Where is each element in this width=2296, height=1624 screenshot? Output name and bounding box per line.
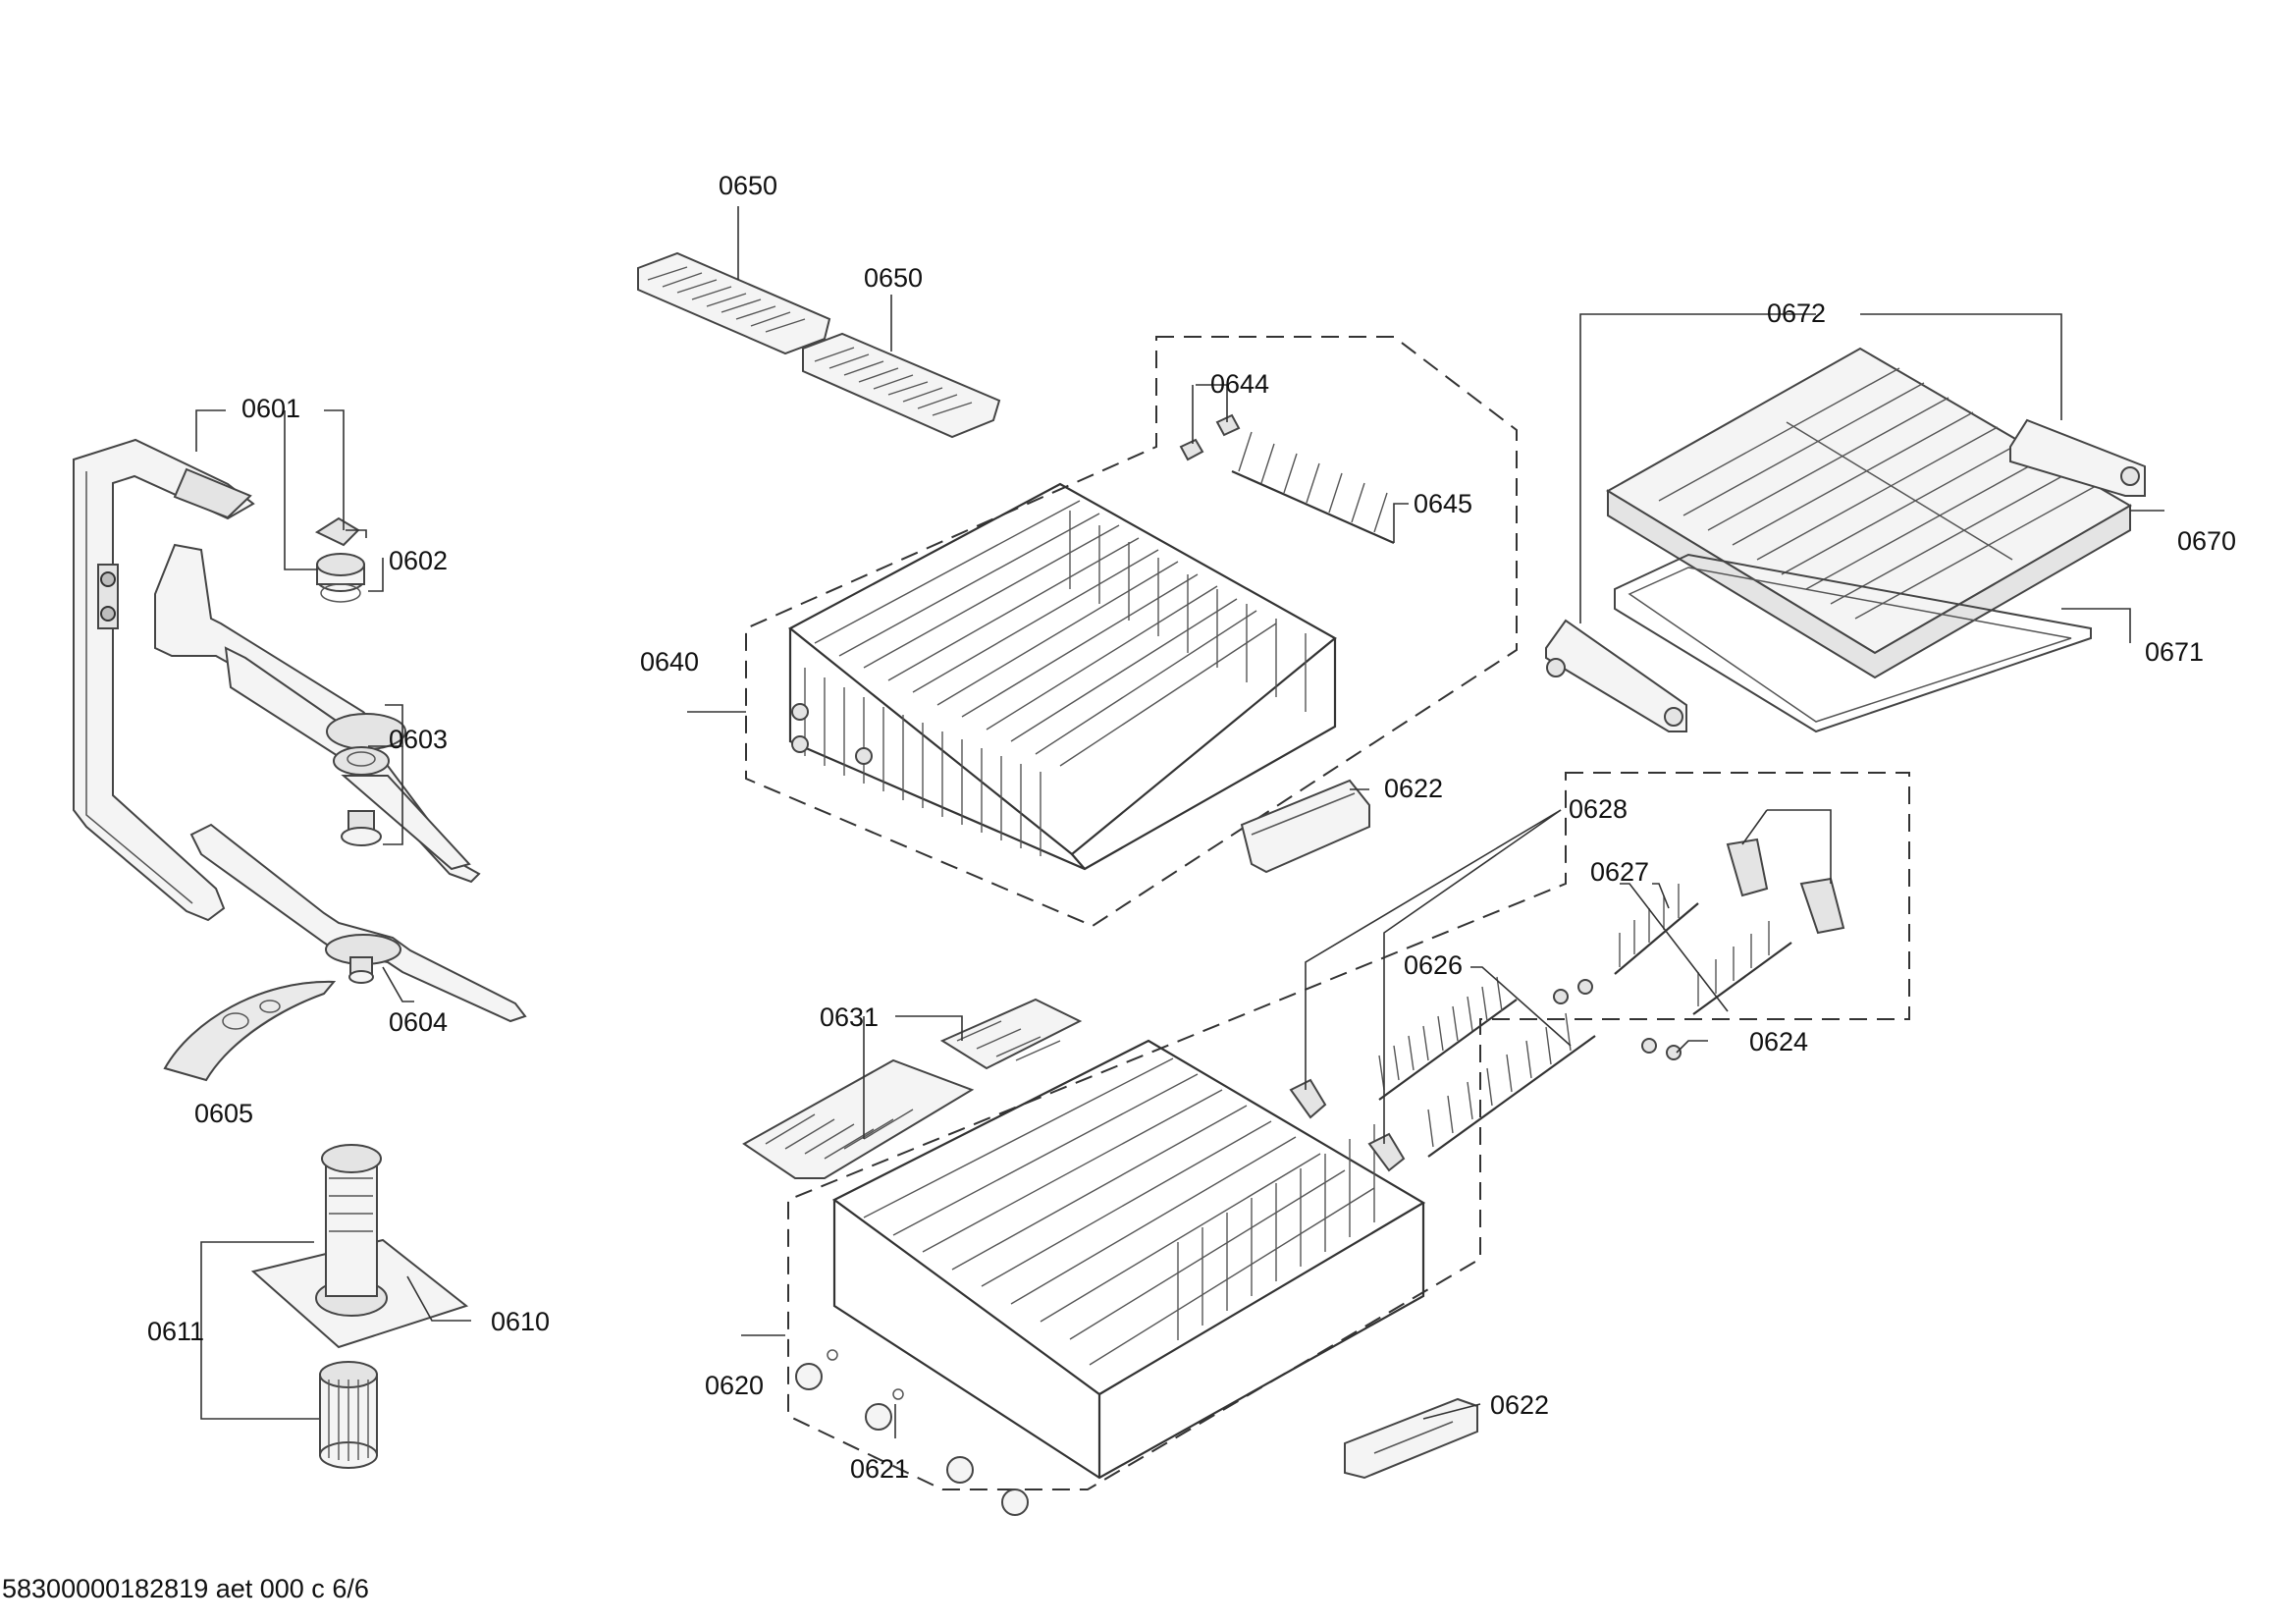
- callout-0610[interactable]: 0610: [491, 1307, 550, 1336]
- callout-0671[interactable]: 0671: [2145, 637, 2204, 667]
- upper-spray-arm-0603[interactable]: [154, 543, 481, 884]
- lower-basket-group-outline: [787, 772, 1910, 1490]
- callout-0604[interactable]: 0604: [389, 1007, 448, 1037]
- callout-0628[interactable]: 0628: [1569, 794, 1628, 824]
- fine-filter-0611[interactable]: [319, 1361, 378, 1469]
- plate-rack-0626[interactable]: [1378, 976, 1596, 1158]
- cup-rack-0645[interactable]: [1231, 431, 1395, 545]
- cup-racks-0627[interactable]: [1614, 884, 1792, 1015]
- cutlery-drawer-rail-0671[interactable]: [1614, 553, 2092, 733]
- drawer-side-stop-0672-right[interactable]: [2009, 418, 2146, 497]
- lower-spray-arm-0604[interactable]: [189, 823, 527, 1023]
- drawer-side-stop-0672-left[interactable]: [1545, 619, 1687, 732]
- holders-0628[interactable]: [1289, 838, 1845, 1172]
- filter-cover-0605[interactable]: [163, 980, 337, 1082]
- callout-0645[interactable]: 0645: [1414, 489, 1472, 518]
- folding-spikes-0631[interactable]: [742, 998, 1083, 1179]
- callout-0622-upper[interactable]: 0622: [1384, 774, 1443, 803]
- callout-0672[interactable]: 0672: [1767, 298, 1826, 328]
- upper-basket-0640[interactable]: [788, 482, 1337, 871]
- callout-0627[interactable]: 0627: [1590, 857, 1649, 887]
- callout-0622-lower[interactable]: 0622: [1490, 1390, 1549, 1420]
- micro-filter-0610[interactable]: [250, 1144, 469, 1349]
- callout-0624[interactable]: 0624: [1749, 1027, 1808, 1056]
- wheels-0621[interactable]: [795, 1349, 1029, 1516]
- callout-0620[interactable]: 0620: [705, 1371, 764, 1400]
- handle-0622-upper[interactable]: [1240, 779, 1370, 874]
- document-id-footer: 58300000182819 aet 000 c 6/6: [2, 1574, 369, 1603]
- spray-arm-supply-pipe-0601[interactable]: [73, 438, 255, 922]
- handle-0622-lower[interactable]: [1344, 1397, 1478, 1480]
- folding-rack-insert-0650-b[interactable]: [802, 332, 1001, 439]
- upper-basket-group-outline: [745, 336, 1518, 928]
- lower-basket-0620[interactable]: [831, 1039, 1426, 1480]
- callout-0644[interactable]: 0644: [1210, 369, 1269, 399]
- clips-0624[interactable]: [1553, 979, 1682, 1060]
- callout-0601[interactable]: 0601: [241, 394, 300, 423]
- clip-0644[interactable]: [1179, 413, 1241, 461]
- callout-0650-a[interactable]: 0650: [719, 171, 777, 200]
- callout-0605[interactable]: 0605: [194, 1099, 253, 1128]
- callout-0611[interactable]: 0611: [147, 1317, 204, 1346]
- callout-0602[interactable]: 0602: [389, 546, 448, 575]
- callout-0603[interactable]: 0603: [389, 725, 448, 754]
- callout-0670[interactable]: 0670: [2177, 526, 2236, 556]
- callout-0640[interactable]: 0640: [640, 647, 699, 677]
- callout-0650-b[interactable]: 0650: [864, 263, 923, 293]
- callout-0621[interactable]: 0621: [850, 1454, 909, 1484]
- spray-arm-bearing-0602[interactable]: [314, 516, 365, 603]
- folding-rack-insert-0650-a[interactable]: [637, 251, 831, 355]
- callout-0626[interactable]: 0626: [1404, 950, 1463, 980]
- leader-lines: [195, 206, 2164, 1438]
- callout-0631[interactable]: 0631: [820, 1002, 879, 1032]
- cutlery-drawer-0670[interactable]: [1606, 347, 2132, 679]
